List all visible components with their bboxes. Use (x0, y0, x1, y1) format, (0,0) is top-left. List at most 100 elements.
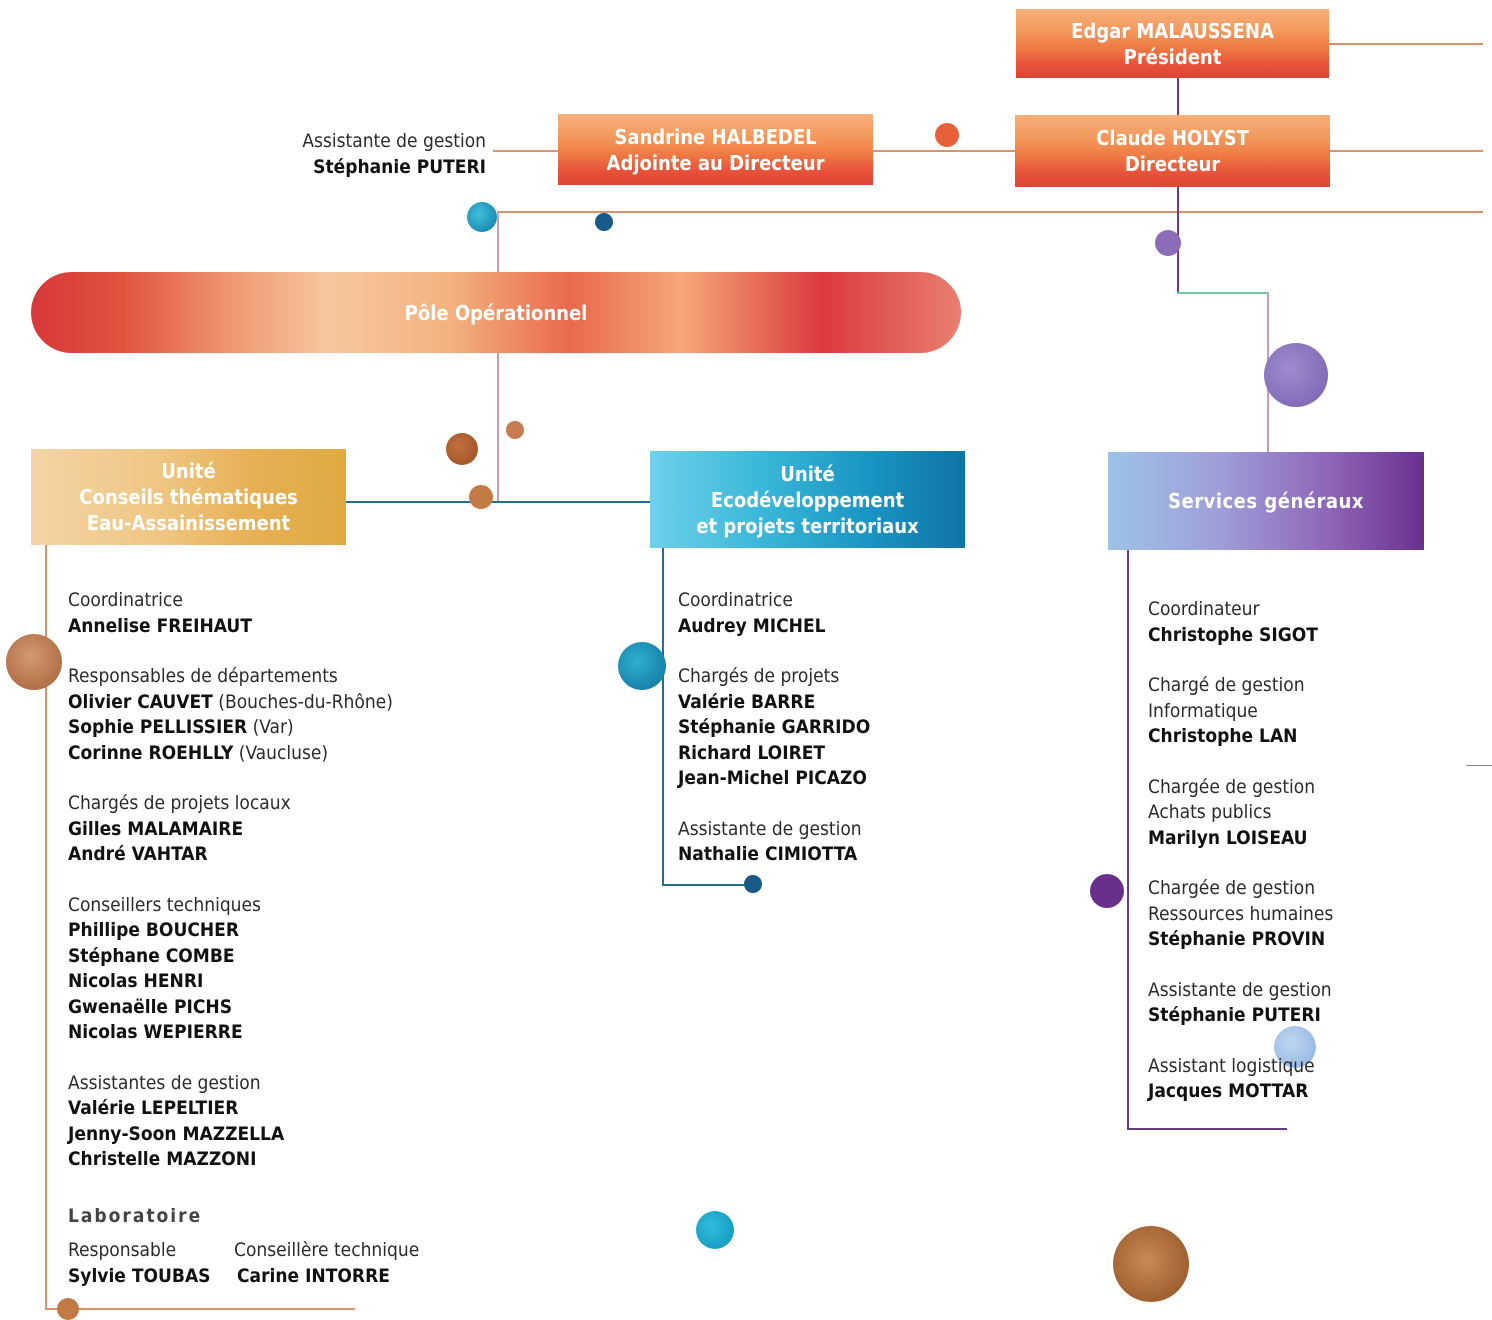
dot-purple-small (1155, 230, 1181, 256)
eco-assistant-role: Assistante de gestion (678, 817, 862, 840)
water-vertical-line (45, 545, 47, 1310)
dot-brown-small (506, 421, 524, 439)
person-name: Christelle MAZZONI (68, 1148, 257, 1170)
lab-head-role: Responsable (68, 1239, 177, 1261)
services-label: Services généraux (1168, 489, 1364, 513)
person-name: Gilles MALAMAIRE (68, 817, 244, 840)
dot-brown-bottom (1113, 1226, 1189, 1302)
person-name: Sophie PELLISSIER (68, 716, 248, 738)
services-purchasing-role: Chargée de gestion (1148, 775, 1316, 798)
president-box[interactable]: Edgar MALAUSSENA Président (1016, 9, 1329, 78)
person-name: Valérie BARRE (678, 690, 816, 713)
director-box[interactable]: Claude HOLYST Directeur (1015, 115, 1330, 187)
water-assistants-role: Assistantes de gestion (68, 1071, 261, 1094)
water-dept-head-row: Corinne ROEHLLY (Vaucluse) (68, 741, 393, 767)
unit-water-box[interactable]: Unité Conseils thématiques Eau-Assainiss… (31, 449, 346, 545)
eco-vertical-line (662, 548, 664, 885)
assistant-deputy-line (493, 150, 558, 152)
dot-teal-medium (467, 202, 497, 232)
services-logistics-role: Assistant logistique (1148, 1054, 1315, 1077)
president-name: Edgar MALAUSSENA (1071, 18, 1274, 43)
lab-advisor: Conseillère technique Carine INTORRE (234, 1238, 419, 1289)
water-staff-list: Coordinatrice Annelise FREIHAUT Responsa… (68, 588, 393, 1173)
person-name: Jean-Michel PICAZO (678, 767, 867, 789)
services-purchasing-role2: Achats publics (1148, 801, 1272, 823)
dot-brown-medium (446, 433, 478, 465)
units-horizontal-line (346, 501, 650, 503)
services-hr-name: Stéphanie PROVIN (1148, 928, 1326, 950)
president-director-line (1177, 78, 1179, 115)
eco-staff-list: Coordinatrice Audrey MICHEL Chargés de p… (678, 588, 870, 868)
person-name: Nicolas WEPIERRE (68, 1021, 243, 1043)
services-it-role: Chargé de gestion (1148, 674, 1305, 696)
eco-coordinator-name: Audrey MICHEL (678, 614, 826, 637)
lab-advisor-role: Conseillère technique (234, 1239, 420, 1261)
person-area: (Var) (252, 716, 294, 738)
water-local-projects-role: Chargés de projets locaux (68, 792, 291, 814)
lab-advisor-name: Carine INTORRE (237, 1264, 390, 1287)
water-dept-head-row: Sophie PELLISSIER (Var) (68, 715, 393, 741)
services-assistant-role: Assistante de gestion (1148, 978, 1332, 1001)
deputy-name: Sandrine HALBEDEL (614, 124, 817, 149)
eco-bottom-line (662, 884, 754, 886)
person-name: Olivier CAUVET (68, 690, 213, 713)
dot-purple-medium (1090, 874, 1124, 908)
services-assistant-name: Stéphanie PUTERI (1148, 1004, 1321, 1026)
director-right-line (1330, 150, 1483, 152)
unit-eco-line1: Unité (780, 461, 835, 486)
services-it-name: Christophe LAN (1148, 725, 1298, 747)
director-title: Directeur (1124, 152, 1221, 176)
deputy-box[interactable]: Sandrine HALBEDEL Adjointe au Directeur (558, 114, 873, 185)
lab-title: Laboratoire (68, 1205, 203, 1227)
unit-water-line2: Conseils thématiques (79, 485, 298, 509)
person-name: Jenny-Soon MAZZELLA (68, 1122, 285, 1145)
services-left-line (1127, 550, 1129, 1130)
water-coordinator-name: Annelise FREIHAUT (68, 614, 252, 637)
person-name: Phillipe BOUCHER (68, 919, 240, 941)
deputy-assistant: Assistante de gestion Stéphanie PUTERI (230, 129, 486, 180)
unit-eco-line2: Ecodéveloppement (710, 487, 905, 512)
dot-brown-connector (469, 485, 493, 509)
dot-teal-large (618, 642, 666, 690)
dot-darkblue-end (744, 875, 762, 893)
dot-teal-bottom (696, 1211, 734, 1249)
services-it-role2: Informatique (1148, 699, 1258, 722)
eco-project-leads-role: Chargés de projets (678, 665, 840, 687)
dot-brown-large (6, 634, 62, 690)
person-name: Corinne ROEHLLY (68, 741, 234, 764)
person-name: André VAHTAR (68, 843, 208, 865)
pole-operationnel-banner[interactable]: Pôle Opérationnel (31, 272, 961, 353)
deputy-title: Adjointe au Directeur (606, 150, 825, 175)
right-edge-tick (1466, 765, 1492, 766)
person-name: Stéphane COMBE (68, 944, 235, 967)
director-name: Claude HOLYST (1096, 126, 1249, 150)
dot-purple-large (1264, 343, 1328, 407)
dot-brown-corner (57, 1298, 79, 1320)
services-staff-list: Coordinateur Christophe SIGOT Chargé de … (1148, 597, 1333, 1105)
person-name: Valérie LEPELTIER (68, 1097, 239, 1119)
president-right-line (1328, 43, 1483, 45)
person-name: Nicolas HENRI (68, 970, 204, 992)
unit-water-line3: Eau-Assainissement (86, 511, 291, 535)
person-name: Richard LOIRET (678, 741, 826, 764)
services-green-line (1177, 292, 1269, 294)
dot-lightblue (1274, 1026, 1316, 1068)
services-coordinator-name: Christophe SIGOT (1148, 623, 1318, 646)
pole-label: Pôle Opérationnel (404, 300, 588, 325)
person-area: (Bouches-du-Rhône) (218, 690, 393, 713)
services-logistics-name: Jacques MOTTAR (1148, 1080, 1309, 1102)
eco-coordinator-role: Coordinatrice (678, 589, 793, 611)
services-hr-role2: Ressources humaines (1148, 902, 1334, 925)
dot-orange-small (935, 123, 959, 147)
unit-water-line1: Unité (161, 459, 216, 483)
services-box[interactable]: Services généraux (1108, 452, 1424, 550)
deputy-director-line (873, 150, 1016, 152)
person-name: Stéphanie GARRIDO (678, 716, 871, 738)
water-dept-heads-role: Responsables de départements (68, 665, 338, 687)
eco-assistant-name: Nathalie CIMIOTTA (678, 843, 858, 865)
deputy-assistant-name: Stéphanie PUTERI (313, 155, 486, 178)
dot-darkblue-small (595, 213, 613, 231)
unit-eco-box[interactable]: Unité Ecodéveloppement et projets territ… (650, 451, 965, 548)
water-tech-advisors-role: Conseillers techniques (68, 893, 261, 916)
lab-head-name: Sylvie TOUBAS (68, 1264, 211, 1287)
